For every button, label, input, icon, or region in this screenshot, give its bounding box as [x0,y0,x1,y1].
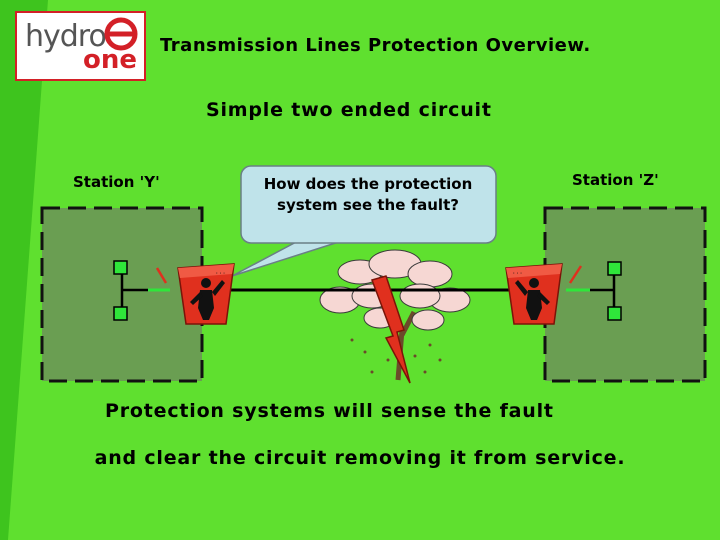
callout-text: How does the protection system see the f… [263,175,473,214]
fault-lightning-icon [371,275,411,384]
switch-y-open [155,267,168,284]
breaker-z-top [607,261,622,276]
svg-text:···: ··· [512,270,523,277]
relay-y-icon: ··· [177,263,235,325]
body-line-1: Protection systems will sense the fault [105,400,554,422]
station-z-box [543,206,707,383]
svg-text:···: ··· [215,270,226,277]
breaker-y-bottom [113,306,128,321]
switch-z-open [568,265,583,284]
station-z-label: Station 'Z' [572,171,659,189]
callout-pointer-joint [296,236,348,242]
left-dark-stripe [0,0,48,540]
page-title: Transmission Lines Protection Overview. [160,35,591,56]
hydro-one-logo: hydro one [15,11,146,81]
logo-text-hydro: hydro [25,19,107,54]
body-line-2: and clear the circuit removing it from s… [94,447,626,469]
relay-z-icon: ··· [505,263,563,325]
callout-bubble [240,165,497,244]
station-y-bus [113,260,170,321]
logo-swirl-icon [104,17,138,51]
breaker-z-bottom [607,306,622,321]
station-y-label: Station 'Y' [73,173,160,191]
breaker-y-top [113,260,128,275]
page-subtitle: Simple two ended circuit [206,99,492,121]
callout-pointer [231,239,346,277]
station-z-bus [566,261,622,321]
logo-text-one: one [83,45,138,75]
